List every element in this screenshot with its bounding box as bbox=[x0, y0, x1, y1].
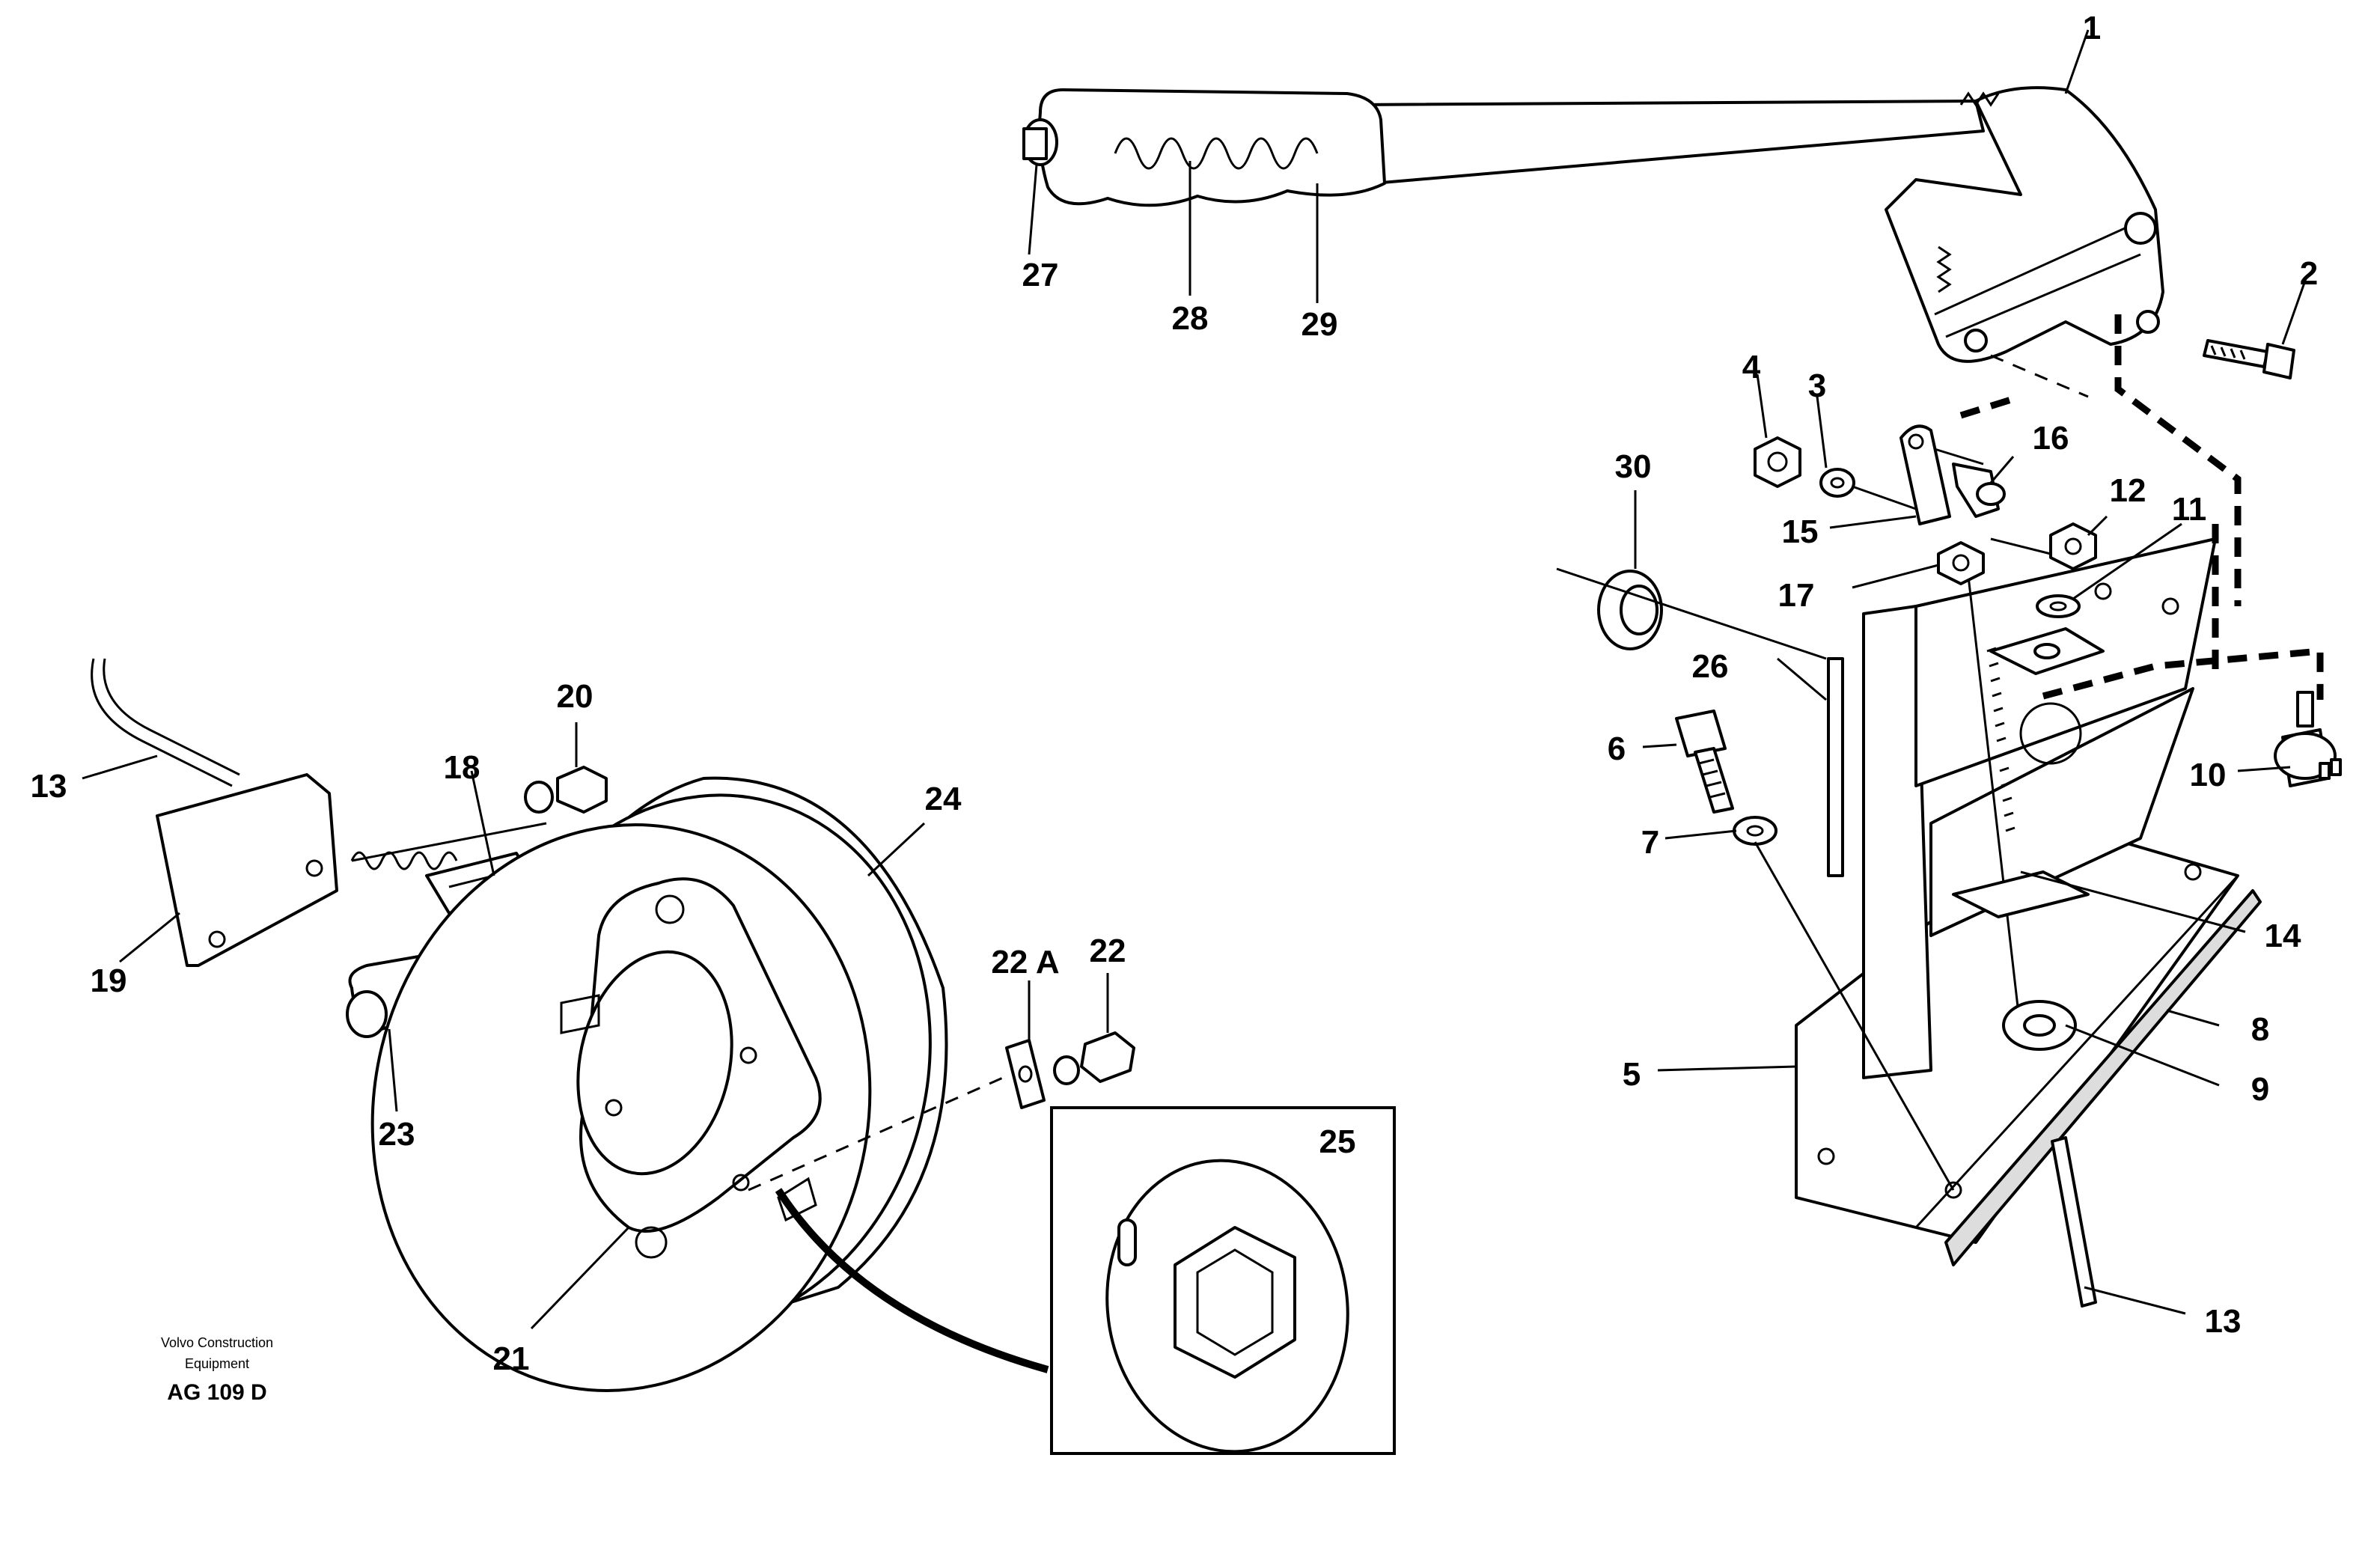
credit-block: Volvo Construction Equipment AG 109 D bbox=[161, 1335, 273, 1405]
label-12: 12 bbox=[2110, 472, 2146, 509]
label-17: 17 bbox=[1778, 577, 1815, 614]
credit-line-1: Volvo Construction bbox=[161, 1335, 273, 1350]
label-30: 30 bbox=[1615, 448, 1652, 485]
label-13-left: 13 bbox=[31, 768, 67, 805]
leader-lines bbox=[82, 29, 2307, 1330]
label-29: 29 bbox=[1302, 306, 1338, 343]
label-6: 6 bbox=[1608, 730, 1626, 767]
label-8: 8 bbox=[2251, 1011, 2269, 1048]
label-27: 27 bbox=[1022, 257, 1059, 293]
brake-drum bbox=[370, 776, 1049, 1392]
detail-inset-25 bbox=[1050, 1106, 1396, 1455]
label-10: 10 bbox=[2190, 757, 2227, 793]
label-9: 9 bbox=[2251, 1071, 2269, 1108]
nut-22 bbox=[1053, 1031, 1135, 1085]
label-15: 15 bbox=[1782, 513, 1819, 550]
label-2: 2 bbox=[2300, 255, 2318, 292]
label-26: 26 bbox=[1692, 648, 1729, 685]
handbrake-lever bbox=[1022, 86, 2295, 379]
label-16: 16 bbox=[2033, 420, 2069, 457]
label-18: 18 bbox=[444, 749, 480, 786]
label-21: 21 bbox=[493, 1340, 530, 1377]
label-1: 1 bbox=[2083, 10, 2101, 46]
label-20: 20 bbox=[557, 678, 593, 715]
label-5: 5 bbox=[1623, 1056, 1641, 1093]
drawing-code: AG 109 D bbox=[167, 1380, 266, 1405]
label-24: 24 bbox=[925, 781, 962, 817]
label-14: 14 bbox=[2265, 918, 2301, 954]
credit-line-2: Equipment bbox=[185, 1356, 249, 1371]
label-3: 3 bbox=[1808, 367, 1826, 404]
label-7: 7 bbox=[1641, 824, 1659, 861]
label-22a: 22 A bbox=[991, 944, 1059, 980]
label-19: 19 bbox=[91, 963, 127, 999]
label-23: 23 bbox=[379, 1116, 415, 1153]
lever-mount-assembly bbox=[1556, 314, 2342, 1308]
label-28: 28 bbox=[1172, 300, 1209, 337]
label-22: 22 bbox=[1090, 933, 1126, 969]
part-labels: 1 2 4 3 16 30 12 11 15 17 26 6 10 7 14 8… bbox=[31, 10, 2319, 1377]
label-25: 25 bbox=[1319, 1123, 1356, 1160]
label-11: 11 bbox=[2172, 491, 2207, 528]
label-13-right: 13 bbox=[2205, 1303, 2242, 1340]
nut-22a bbox=[1005, 1039, 1046, 1109]
label-4: 4 bbox=[1742, 349, 1761, 385]
